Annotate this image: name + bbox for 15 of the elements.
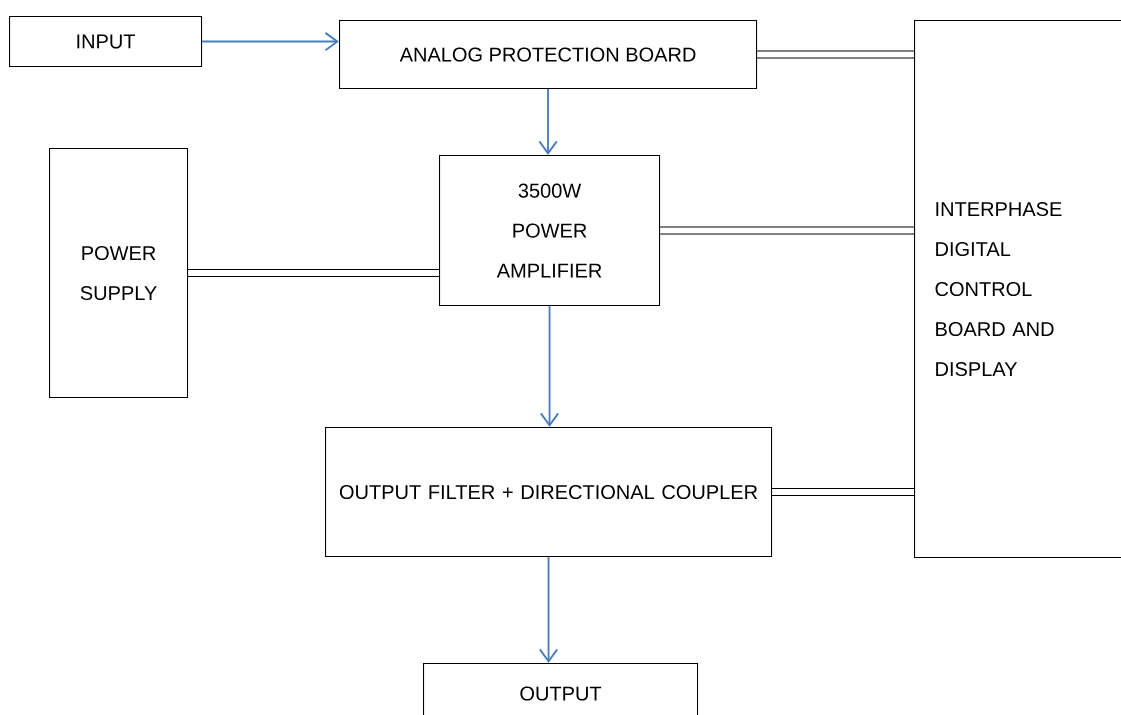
- arrow: [201, 31, 339, 52]
- block-box: OUTPUT: [423, 663, 699, 715]
- block-box: 3500W POWER AMPLIFIER: [439, 155, 661, 307]
- double-line-connector: [188, 268, 439, 278]
- arrow: [538, 556, 559, 663]
- double-line-connector: [660, 226, 914, 235]
- double-line-connector: [757, 50, 914, 59]
- arrow: [539, 305, 560, 427]
- block-box: POWER SUPPLY: [49, 148, 189, 399]
- double-line-connector: [772, 487, 914, 497]
- block-box: INPUT: [9, 16, 203, 68]
- block-box: INTERPHASE DIGITAL CONTROL BOARD AND DISPLAY: [914, 20, 1121, 559]
- block-box: ANALOG PROTECTION BOARD: [339, 20, 758, 90]
- block-box: OUTPUT FILTER + DIRECTIONAL COUPLER: [325, 427, 773, 558]
- arrow: [538, 88, 558, 155]
